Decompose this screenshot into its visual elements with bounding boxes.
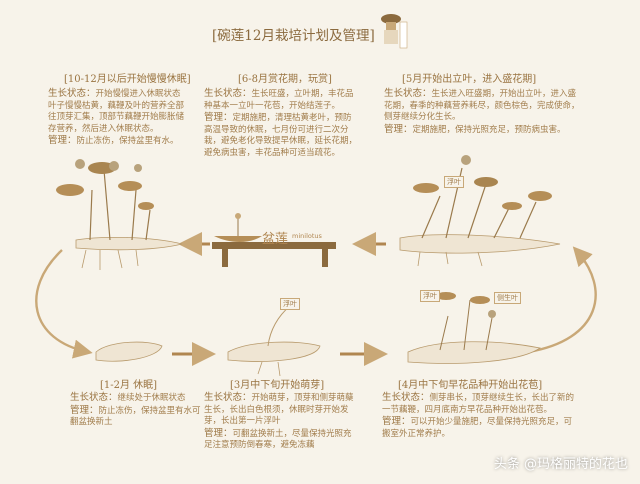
plant-jan-feb (95, 341, 163, 362)
section-body-jan-feb: 生长状态：继续处于休眠状态 管理：防止冻伤，保持盆里有水可翻盆换新土 (70, 392, 202, 429)
manage-text: 定期施肥，清理枯黄老叶，预防高温导致的休眠，七月份可进行二次分栽，避免老化导致提… (204, 113, 358, 158)
section-body-mar: 生长状态：开始萌芽，顶芽和侧芽萌蘖生长，长出白色根须，休眠时芽开始发芽，长出第一… (204, 392, 360, 452)
section-heading-may: [5月开始出立叶，进入盛花期] (402, 74, 537, 85)
manage-text: 防止冻伤，保持盆里有水可翻盆换新土 (70, 405, 201, 428)
logo-seal (374, 10, 408, 50)
cycle-arrow-left (35, 249, 93, 359)
cycle-arrow-right (527, 246, 597, 354)
manage-text: 定期施肥，保持光照充足，预防病虫害。 (412, 124, 566, 135)
state-text: 开始慢慢进入休眠状态叶子慢慢枯黄，藕鞭及叶的营养全部往顶芽汇集，顶部节藕鞭开始膨… (48, 89, 185, 134)
state-text: 侧芽串长，顶芽继续生长，长出了新的一节藕鞭，四月底南方早花品种开始出花苞。 (382, 393, 575, 415)
manage-text: 可以开始少量施肥，尽量保持光照充足，可搬室外正常养护。 (382, 417, 573, 439)
manage-text: 防止冻伤，保持盆里有水。 (76, 136, 179, 146)
section-body-apr: 生长状态：侧芽串长，顶芽继续生长，长出了新的一节藕鞭，四月底南方早花品种开始出花… (382, 392, 580, 440)
plant-may (399, 155, 561, 267)
state-label: 生长状态： (204, 88, 252, 99)
state-label: 生长状态： (382, 392, 430, 403)
state-text: 继续处于休眠状态 (117, 393, 186, 403)
manage-label: 管理： (204, 427, 233, 439)
center-sublabel: minilotus (292, 232, 322, 240)
state-label: 生长状态： (204, 392, 252, 403)
state-text: 生长旺盛，立叶期，丰花品种基本一立叶一花苞，开始结莲子。 (204, 89, 354, 111)
section-body-jun-aug: 生长状态：生长旺盛，立叶期，丰花品种基本一立叶一花苞，开始结莲子。 管理：定期施… (204, 88, 360, 159)
tag-float-leaf-may: 浮叶 (444, 176, 464, 188)
section-body-oct-dec: 生长状态：开始慢慢进入休眠状态叶子慢慢枯黄，藕鞭及叶的营养全部往顶芽汇集，顶部节… (48, 88, 188, 148)
center-label: 盆莲 (262, 232, 289, 247)
manage-label: 管理： (382, 416, 411, 427)
tag-side-shoot: 侧生叶 (494, 292, 521, 304)
bonsai-table (212, 213, 336, 267)
state-label: 生长状态： (70, 392, 118, 403)
watermark: 头条 @玛格丽特的花也 (493, 457, 628, 472)
plant-oct-dec (56, 159, 183, 270)
tag-float-leaf-apr: 浮叶 (420, 290, 440, 302)
page-title: [碗莲12月栽培计划及管理] (212, 28, 375, 44)
manage-label: 管理： (70, 404, 99, 416)
plant-apr (407, 292, 541, 364)
section-heading-oct-dec: [10-12月以后开始慢慢休眠] (64, 74, 191, 85)
plant-mar (227, 305, 321, 377)
manage-label: 管理： (48, 135, 77, 146)
section-heading-jan-feb: [1-2月 休眠] (100, 380, 158, 391)
state-text: 开始萌芽，顶芽和侧芽萌蘖生长，长出白色根须，休眠时芽开始发芽，长出第一片浮叶 (204, 393, 354, 426)
section-body-may: 生长状态：生长进入旺盛期，开始出立叶，进入盛花期，春季的种藕营养耗尽，颜色棕色，… (384, 88, 584, 136)
manage-label: 管理： (384, 123, 413, 135)
section-heading-jun-aug: [6-8月赏花期，玩赏] (238, 74, 332, 85)
manage-text: 可翻盆换新土，尽量保持光照充足注意预防倒春寒，避免冻藕 (204, 428, 352, 451)
tag-float-leaf-mar: 浮叶 (280, 298, 300, 310)
state-text: 生长进入旺盛期，开始出立叶，进入盛花期，春季的种藕营养耗尽，颜色棕色，完成使命，… (384, 89, 580, 122)
state-label: 生长状态： (384, 88, 432, 99)
manage-label: 管理： (204, 112, 233, 123)
section-heading-mar: [3月中下旬开始萌芽] (230, 380, 325, 391)
section-heading-apr: [4月中下旬早花品种开始出花苞] (398, 380, 543, 391)
state-label: 生长状态： (48, 88, 96, 99)
